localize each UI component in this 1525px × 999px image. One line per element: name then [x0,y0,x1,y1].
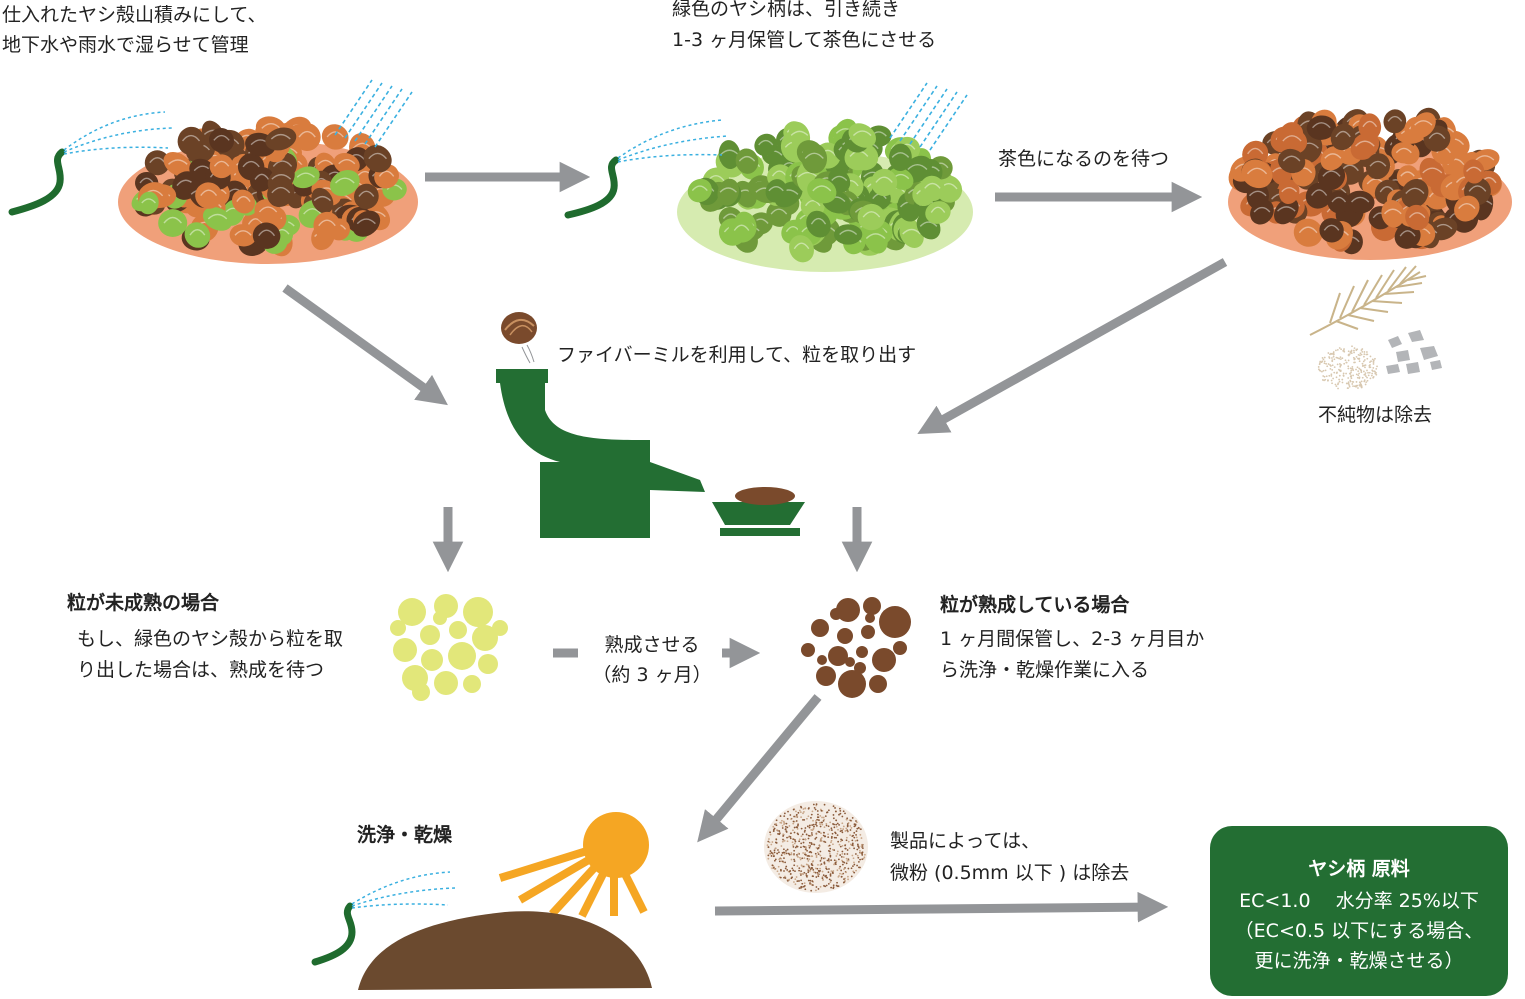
fine-powder-line-1: 製品によっては、 [890,830,1041,852]
husk-pile-mixed [118,116,418,264]
ripen-line-2: （約 3 ヶ月） [592,664,712,686]
product-spec-box: ヤシ柄 原料 EC<1.0 水分率 25%以下 （EC<0.5 以下にする場合、… [1210,826,1508,996]
husk-pile-brown [1228,107,1512,260]
compost-pile-icon [358,911,652,990]
pile-management-line-1: 仕入れたヤシ殻山積みにして、 [2,4,267,26]
remove-impurities-label: 不純物は除去 [1318,404,1433,426]
hose-icon [311,871,456,966]
rain-icon [889,82,968,151]
hose-icon [8,111,173,216]
mature-desc-line-1: 1 ヶ月間保管し、2-3 ヶ月目か [940,628,1205,650]
husk-pile-green [677,118,973,272]
arrow-brown-to-mill [917,258,1228,434]
immature-desc-line-1: もし、緑色のヤシ殻から粒を取 [77,628,344,650]
product-spec: EC<1.0 水分率 25%以下 [1239,890,1479,912]
coconut-icon [501,312,537,364]
immature-title: 粒が未成熟の場合 [67,592,220,614]
product-title: ヤシ柄 原料 [1308,858,1410,880]
fiber-mill-label: ファイバーミルを利用して、粒を取り出す [557,344,917,366]
fine-powder-icon [764,801,868,893]
palm-leaf-icon [1309,265,1427,336]
sun-icon [498,812,649,918]
arrow-pile-to-mill [282,284,448,406]
hose-icon [564,119,729,219]
stones-icon [1386,330,1442,374]
immature-desc-line-2: り出した場合は、熟成を待つ [77,659,325,681]
ripen-line-1: 熟成させる [604,634,700,656]
arrow-wash-to-product [714,891,1169,923]
product-note-line-1: （EC<0.5 以下にする場合、 [1234,920,1484,942]
wait-brown-label: 茶色になるのを待つ [998,148,1170,170]
immature-granules-icon [390,594,508,701]
green-storage-line-2: 1-3 ヶ月保管して茶色にさせる [672,29,937,51]
sand-particles-icon [1317,345,1378,390]
pile-management-line-2: 地下水や雨水で湿らせて管理 [2,34,249,56]
arrow-mature-to-wash [697,694,822,843]
flow-arrows [282,161,1228,923]
rain-icon [334,79,413,148]
product-note-line-2: 更に洗浄・乾燥させる） [1254,950,1464,972]
fine-powder-line-2: 微粉 (0.5mm 以下 ) は除去 [890,862,1130,884]
wash-dry-label: 洗浄・乾燥 [357,824,453,846]
green-storage-line-1: 緑色のヤシ柄は、引き続き [672,0,901,20]
mature-granules-icon [801,597,911,698]
mature-title: 粒が熟成している場合 [940,594,1130,616]
mature-desc-line-2: ら洗浄・乾燥作業に入る [940,659,1150,681]
fiber-mill-machine [496,369,805,538]
